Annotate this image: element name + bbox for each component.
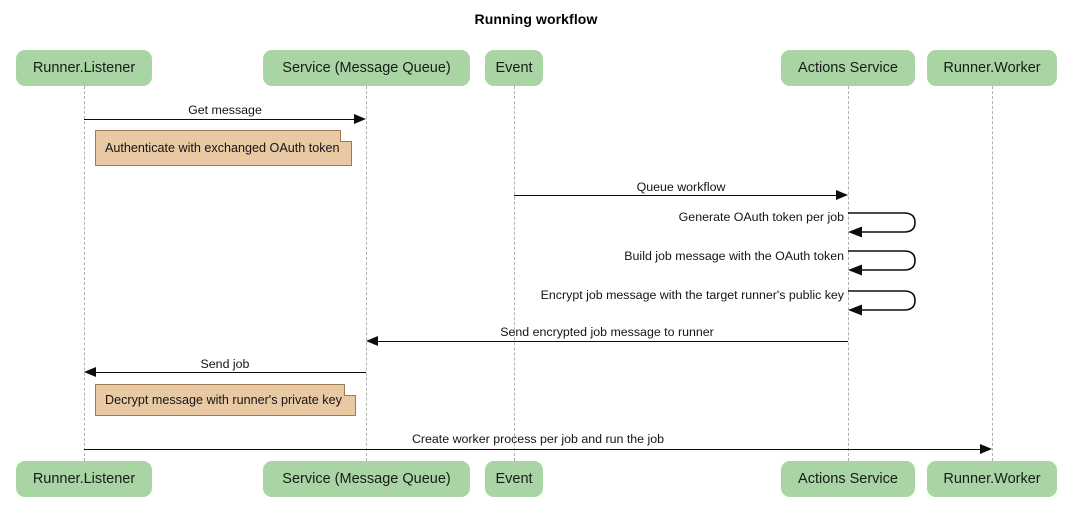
message-label-create-worker-process-per-job-and-run-the-job: Create worker process per job and run th… — [411, 432, 665, 446]
arrowhead-send-encrypted-job-message-to-runner — [366, 336, 378, 346]
message-line-queue-workflow — [514, 195, 836, 196]
participant-runner-listener-top[interactable]: Runner.Listener — [16, 50, 152, 86]
participant-label: Event — [495, 60, 533, 76]
participant-event-bottom[interactable]: Event — [485, 461, 543, 497]
self-message-generate-oauth-token-per-job — [848, 207, 928, 241]
note-fold-corner-icon — [340, 130, 352, 142]
participant-event-top[interactable]: Event — [485, 50, 543, 86]
arrowhead-queue-workflow — [836, 190, 848, 200]
participant-label: Runner.Worker — [943, 471, 1041, 487]
participant-label: Runner.Listener — [32, 471, 136, 487]
participant-runner-worker-bottom[interactable]: Runner.Worker — [927, 461, 1057, 497]
participant-service-message-queue-bottom[interactable]: Service (Message Queue) — [263, 461, 470, 497]
lifeline-service-message-queue — [366, 86, 367, 461]
message-label-queue-workflow: Queue workflow — [636, 180, 726, 194]
note-decrypt: Decrypt message with runner's private ke… — [95, 384, 356, 416]
self-message-build-job-message-with-the-oauth-token — [848, 245, 928, 279]
participant-label: Service (Message Queue) — [282, 60, 451, 76]
participant-label: Event — [495, 471, 533, 487]
note-text: Authenticate with exchanged OAuth token — [105, 141, 340, 155]
participant-label: Actions Service — [798, 471, 898, 487]
participant-runner-listener-bottom[interactable]: Runner.Listener — [16, 461, 152, 497]
message-label-get-message: Get message — [188, 103, 262, 117]
note-authenticate: Authenticate with exchanged OAuth token — [95, 130, 352, 166]
message-line-send-job — [96, 372, 366, 373]
participant-label: Service (Message Queue) — [282, 471, 451, 487]
participant-label: Actions Service — [798, 60, 898, 76]
message-line-get-message — [84, 119, 354, 120]
participant-service-message-queue-top[interactable]: Service (Message Queue) — [263, 50, 470, 86]
message-label-send-encrypted-job-message-to-runner: Send encrypted job message to runner — [500, 325, 714, 339]
page-title: Running workflow — [474, 11, 598, 27]
lifeline-runner-worker — [992, 86, 993, 461]
message-label-send-job: Send job — [200, 357, 250, 371]
participant-runner-worker-top[interactable]: Runner.Worker — [927, 50, 1057, 86]
message-label-encrypt-job-message-with-the-target-runners-public-key: Encrypt job message with the target runn… — [540, 288, 844, 302]
participant-actions-service-bottom[interactable]: Actions Service — [781, 461, 915, 497]
message-label-build-job-message-with-the-oauth-token: Build job message with the OAuth token — [624, 249, 844, 263]
note-fold-corner-icon — [344, 384, 356, 396]
arrowhead-create-worker-process-per-job-and-run-the-job — [980, 444, 992, 454]
lifeline-runner-listener — [84, 86, 85, 461]
participant-label: Runner.Worker — [943, 60, 1041, 76]
self-message-encrypt-job-message-with-the-target-runners-public-key — [848, 285, 928, 319]
lifeline-event — [514, 86, 515, 461]
message-label-generate-oauth-token-per-job: Generate OAuth token per job — [678, 210, 844, 224]
message-line-send-encrypted-job-message-to-runner — [378, 341, 848, 342]
arrowhead-get-message — [354, 114, 366, 124]
note-text: Decrypt message with runner's private ke… — [105, 393, 342, 407]
participant-label: Runner.Listener — [32, 60, 136, 76]
message-line-create-worker-process-per-job-and-run-the-job — [84, 449, 980, 450]
participant-actions-service-top[interactable]: Actions Service — [781, 50, 915, 86]
lifeline-actions-service — [848, 86, 849, 461]
arrowhead-send-job — [84, 367, 96, 377]
